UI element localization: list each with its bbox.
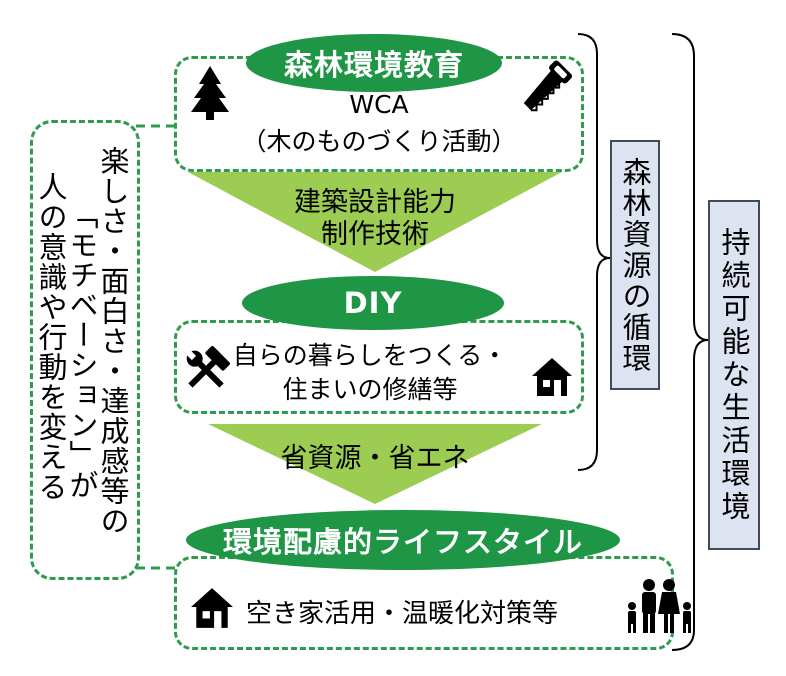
diy-line2: 住まいの修繕等	[282, 375, 458, 404]
motivation-text-column1: 楽しさ・面白さ・達成感等の	[96, 146, 130, 536]
lifestyle-box	[174, 556, 674, 650]
tree-icon	[191, 66, 229, 120]
arrow-top-line1: 建築設計能力	[294, 187, 456, 218]
diy-line1: 自らの暮らしをつくる・	[232, 341, 508, 370]
house-icon	[191, 588, 233, 628]
diy-pill: DIY	[242, 276, 504, 330]
wca-title: WCA	[349, 90, 409, 119]
motivation-text-column3: 人の意識や行動を変える	[34, 172, 68, 502]
lifestyle-text: 空き家活用・温暖化対策等	[246, 599, 559, 629]
motivation-text-column2: 「モチベーション」が	[65, 200, 99, 500]
house-icon	[532, 358, 572, 396]
arrow-middle	[208, 424, 542, 504]
arrow-top-line2: 制作技術	[321, 219, 429, 250]
sustainable-life-label: 持続可能な生活環境	[708, 200, 760, 550]
hammer-wrench-icon	[185, 346, 230, 388]
bracket-outer	[671, 33, 709, 651]
eco-lifestyle-pill: 環境配慮的ライフスタイル	[186, 510, 620, 570]
motivation-panel	[30, 120, 140, 580]
saw-icon	[523, 60, 573, 112]
forest-education-pill: 森林環境教育	[246, 34, 502, 92]
arrow-middle-label: 省資源・省エネ	[280, 443, 470, 474]
wca-subtitle: （木のものづくり活動）	[241, 127, 517, 156]
sustainable-life-text: 持続可能な生活環境	[717, 226, 751, 524]
arrow-top	[188, 172, 562, 272]
family-icon	[628, 579, 691, 633]
forest-cycle-text: 森林資源の循環	[618, 156, 652, 374]
forest-cycle-label: 森林資源の循環	[610, 140, 660, 390]
